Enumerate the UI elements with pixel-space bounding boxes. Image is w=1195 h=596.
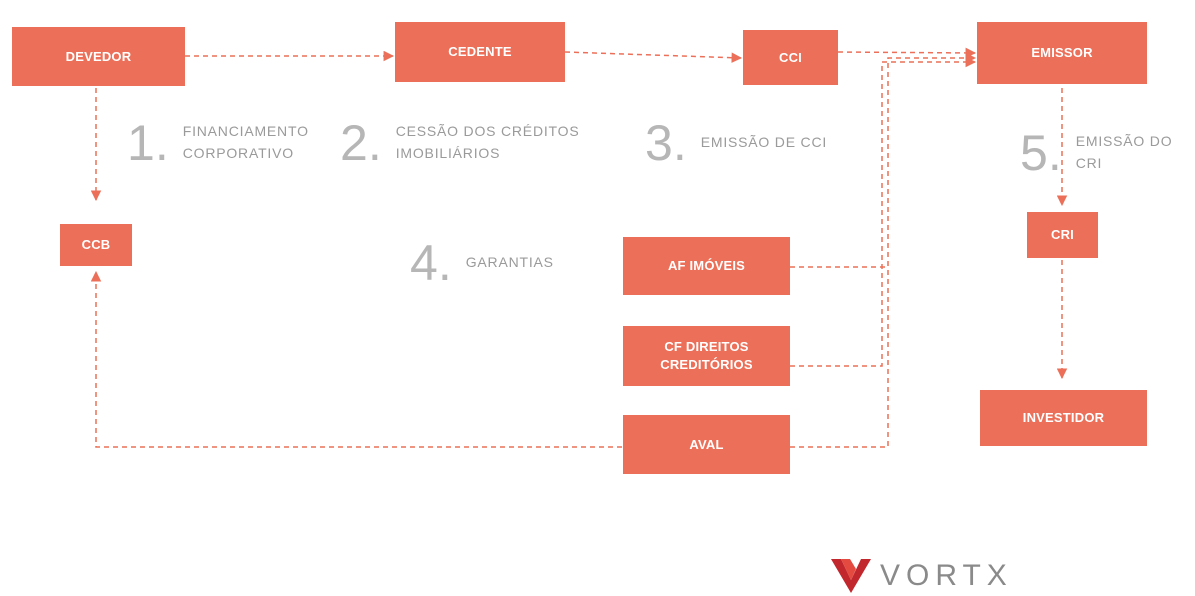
vortx-logo-icon bbox=[831, 559, 871, 593]
step-2: 2. CESSÃO DOS CRÉDITOS IMOBILIÁRIOS bbox=[340, 118, 586, 168]
af-imoveis-box: AF IMÓVEIS bbox=[623, 237, 790, 295]
step-3: 3. EMISSÃO DE CCI bbox=[645, 118, 841, 168]
vortx-logo: VORTX bbox=[830, 558, 1013, 594]
ccb-box: CCB bbox=[60, 224, 132, 266]
step-dot: . bbox=[437, 235, 452, 291]
step-1: 1. FINANCIAMENTO CORPORATIVO bbox=[127, 118, 318, 168]
step-dot: . bbox=[154, 115, 169, 171]
step-dot: . bbox=[367, 115, 382, 171]
devedor-label: DEVEDOR bbox=[65, 48, 132, 64]
cri-label: CRI bbox=[1051, 227, 1074, 243]
af-imoveis-label: AF IMÓVEIS bbox=[667, 258, 746, 274]
step-number: 5 bbox=[1020, 125, 1048, 181]
cf-direitos-label: CF DIREITOS CREDITÓRIOS bbox=[660, 339, 753, 372]
arrow-aval-ccb bbox=[90, 270, 622, 448]
step-5: 5. EMISSÃO DO CRI bbox=[1020, 128, 1181, 178]
investidor-box: INVESTIDOR bbox=[980, 390, 1147, 446]
cf-direitos-box: CF DIREITOS CREDITÓRIOS bbox=[623, 326, 790, 386]
arrow-cci-emissor bbox=[837, 47, 977, 59]
cci-label: CCI bbox=[779, 49, 802, 65]
step-number: 2 bbox=[340, 115, 368, 171]
step-text: FINANCIAMENTO CORPORATIVO bbox=[182, 123, 309, 161]
step-text: GARANTIAS bbox=[465, 254, 554, 271]
aval-label: AVAL bbox=[689, 436, 724, 452]
step-number: 4 bbox=[410, 235, 438, 291]
step-dot: . bbox=[1047, 125, 1062, 181]
cri-box: CRI bbox=[1027, 212, 1098, 258]
logo-wordmark: VORTX bbox=[880, 559, 1013, 592]
step-4: 4. GARANTIAS bbox=[410, 238, 576, 288]
step-dot: . bbox=[672, 115, 687, 171]
arrow-cedente-cci bbox=[564, 51, 743, 63]
step-number: 3 bbox=[645, 115, 673, 171]
aval-box: AVAL bbox=[623, 415, 790, 474]
devedor-box: DEVEDOR bbox=[12, 27, 185, 86]
investidor-label: INVESTIDOR bbox=[1022, 410, 1105, 426]
ccb-label: CCB bbox=[81, 237, 111, 253]
step-text: EMISSÃO DE CCI bbox=[700, 134, 828, 151]
cci-box: CCI bbox=[743, 30, 838, 85]
step-text: EMISSÃO DO CRI bbox=[1075, 133, 1173, 171]
step-number: 1 bbox=[127, 115, 155, 171]
cedente-box: CEDENTE bbox=[395, 22, 565, 82]
line-af-imoveis-emissor bbox=[790, 52, 977, 268]
line-aval-emissor bbox=[790, 267, 889, 448]
cedente-label: CEDENTE bbox=[448, 44, 512, 60]
step-text: CESSÃO DOS CRÉDITOS IMOBILIÁRIOS bbox=[395, 123, 580, 161]
line-cf-direitos-emissor bbox=[790, 56, 977, 367]
emissor-label: EMISSOR bbox=[1031, 45, 1093, 61]
emissor-box: EMISSOR bbox=[977, 22, 1147, 84]
